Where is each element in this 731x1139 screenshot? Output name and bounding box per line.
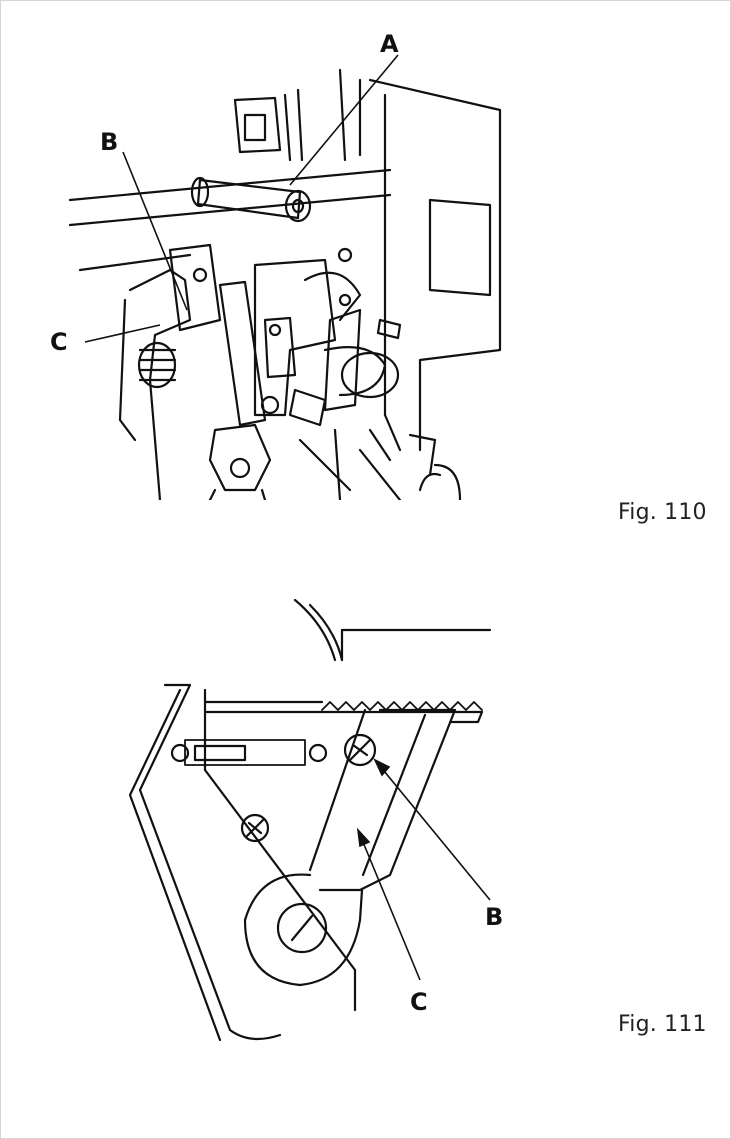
callout-c-label: C (410, 988, 428, 1016)
callout-a-label: A (380, 30, 399, 58)
callout-c-label: C (50, 328, 68, 356)
callout-b-label: B (100, 128, 118, 156)
figure-111-caption: Fig. 111 (618, 1012, 707, 1037)
figure-110-caption: Fig. 110 (618, 500, 707, 525)
figure-110-illustration: A B C (50, 30, 502, 500)
callout-b-label: B (485, 903, 503, 931)
figure-111-illustration: B C (128, 598, 503, 1042)
